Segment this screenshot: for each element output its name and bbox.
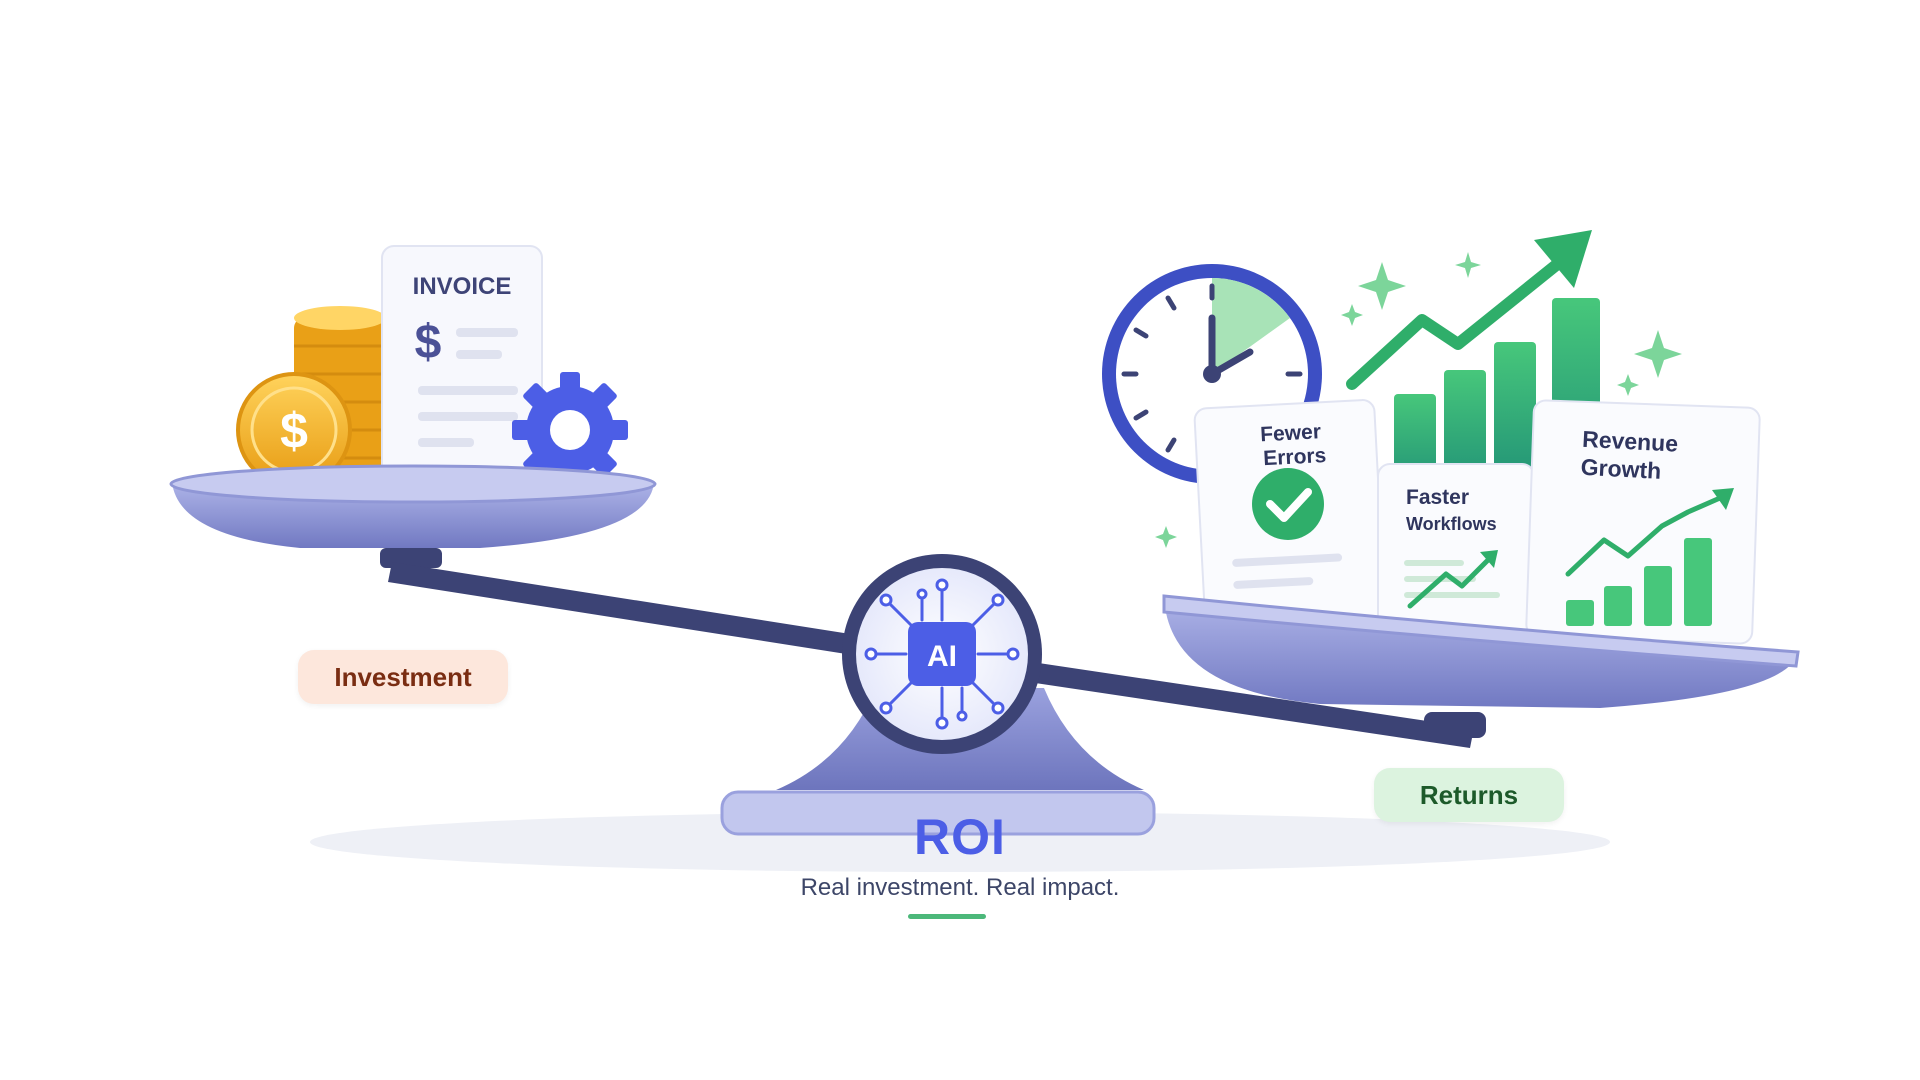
- revenue-growth-line2: Growth: [1580, 454, 1662, 484]
- fewer-errors-line1: Fewer: [1260, 420, 1322, 446]
- ground-shadow: [310, 812, 1610, 872]
- svg-text:Revenue Growth: Revenue Growth: [1580, 426, 1685, 485]
- left-scale-pan: [169, 464, 657, 568]
- fewer-errors-line2: Errors: [1263, 444, 1327, 470]
- right-beam-cap: [1424, 712, 1486, 738]
- invoice-icon: INVOICE $: [381, 245, 543, 487]
- gear-icon: [512, 372, 628, 488]
- faster-workflows-card: Faster Workflows: [1377, 463, 1535, 635]
- check-icon: [1252, 468, 1324, 540]
- sparkle-icon: [1155, 252, 1682, 548]
- invoice-title: INVOICE: [413, 273, 512, 300]
- ai-chip-label: AI: [927, 640, 957, 673]
- investment-label: Investment: [298, 650, 508, 704]
- faster-workflows-line2: Workflows: [1406, 514, 1497, 534]
- revenue-growth-line1: Revenue: [1582, 426, 1679, 457]
- ai-chip-icon: AI: [842, 554, 1042, 754]
- roi-tagline: Real investment. Real impact.: [800, 874, 1120, 901]
- roi-title: ROI: [914, 809, 1006, 865]
- fewer-errors-card: Fewer Errors: [1193, 399, 1387, 639]
- faster-workflows-line1: Faster: [1406, 486, 1469, 509]
- tagline-underline: [908, 914, 986, 919]
- returns-label: Returns: [1374, 768, 1564, 822]
- coin-symbol: $: [280, 403, 308, 459]
- right-scale-pan: [1162, 594, 1800, 708]
- coin-stack-icon: $: [236, 306, 386, 488]
- trend-arrow-icon: [1346, 230, 1592, 390]
- revenue-growth-card: Revenue Growth: [1525, 399, 1761, 645]
- svg-text:Fewer Errors: Fewer Errors: [1260, 420, 1329, 470]
- invoice-currency: $: [415, 316, 442, 369]
- svg-text:Faster Workflows: Faster Workflows: [1406, 486, 1497, 534]
